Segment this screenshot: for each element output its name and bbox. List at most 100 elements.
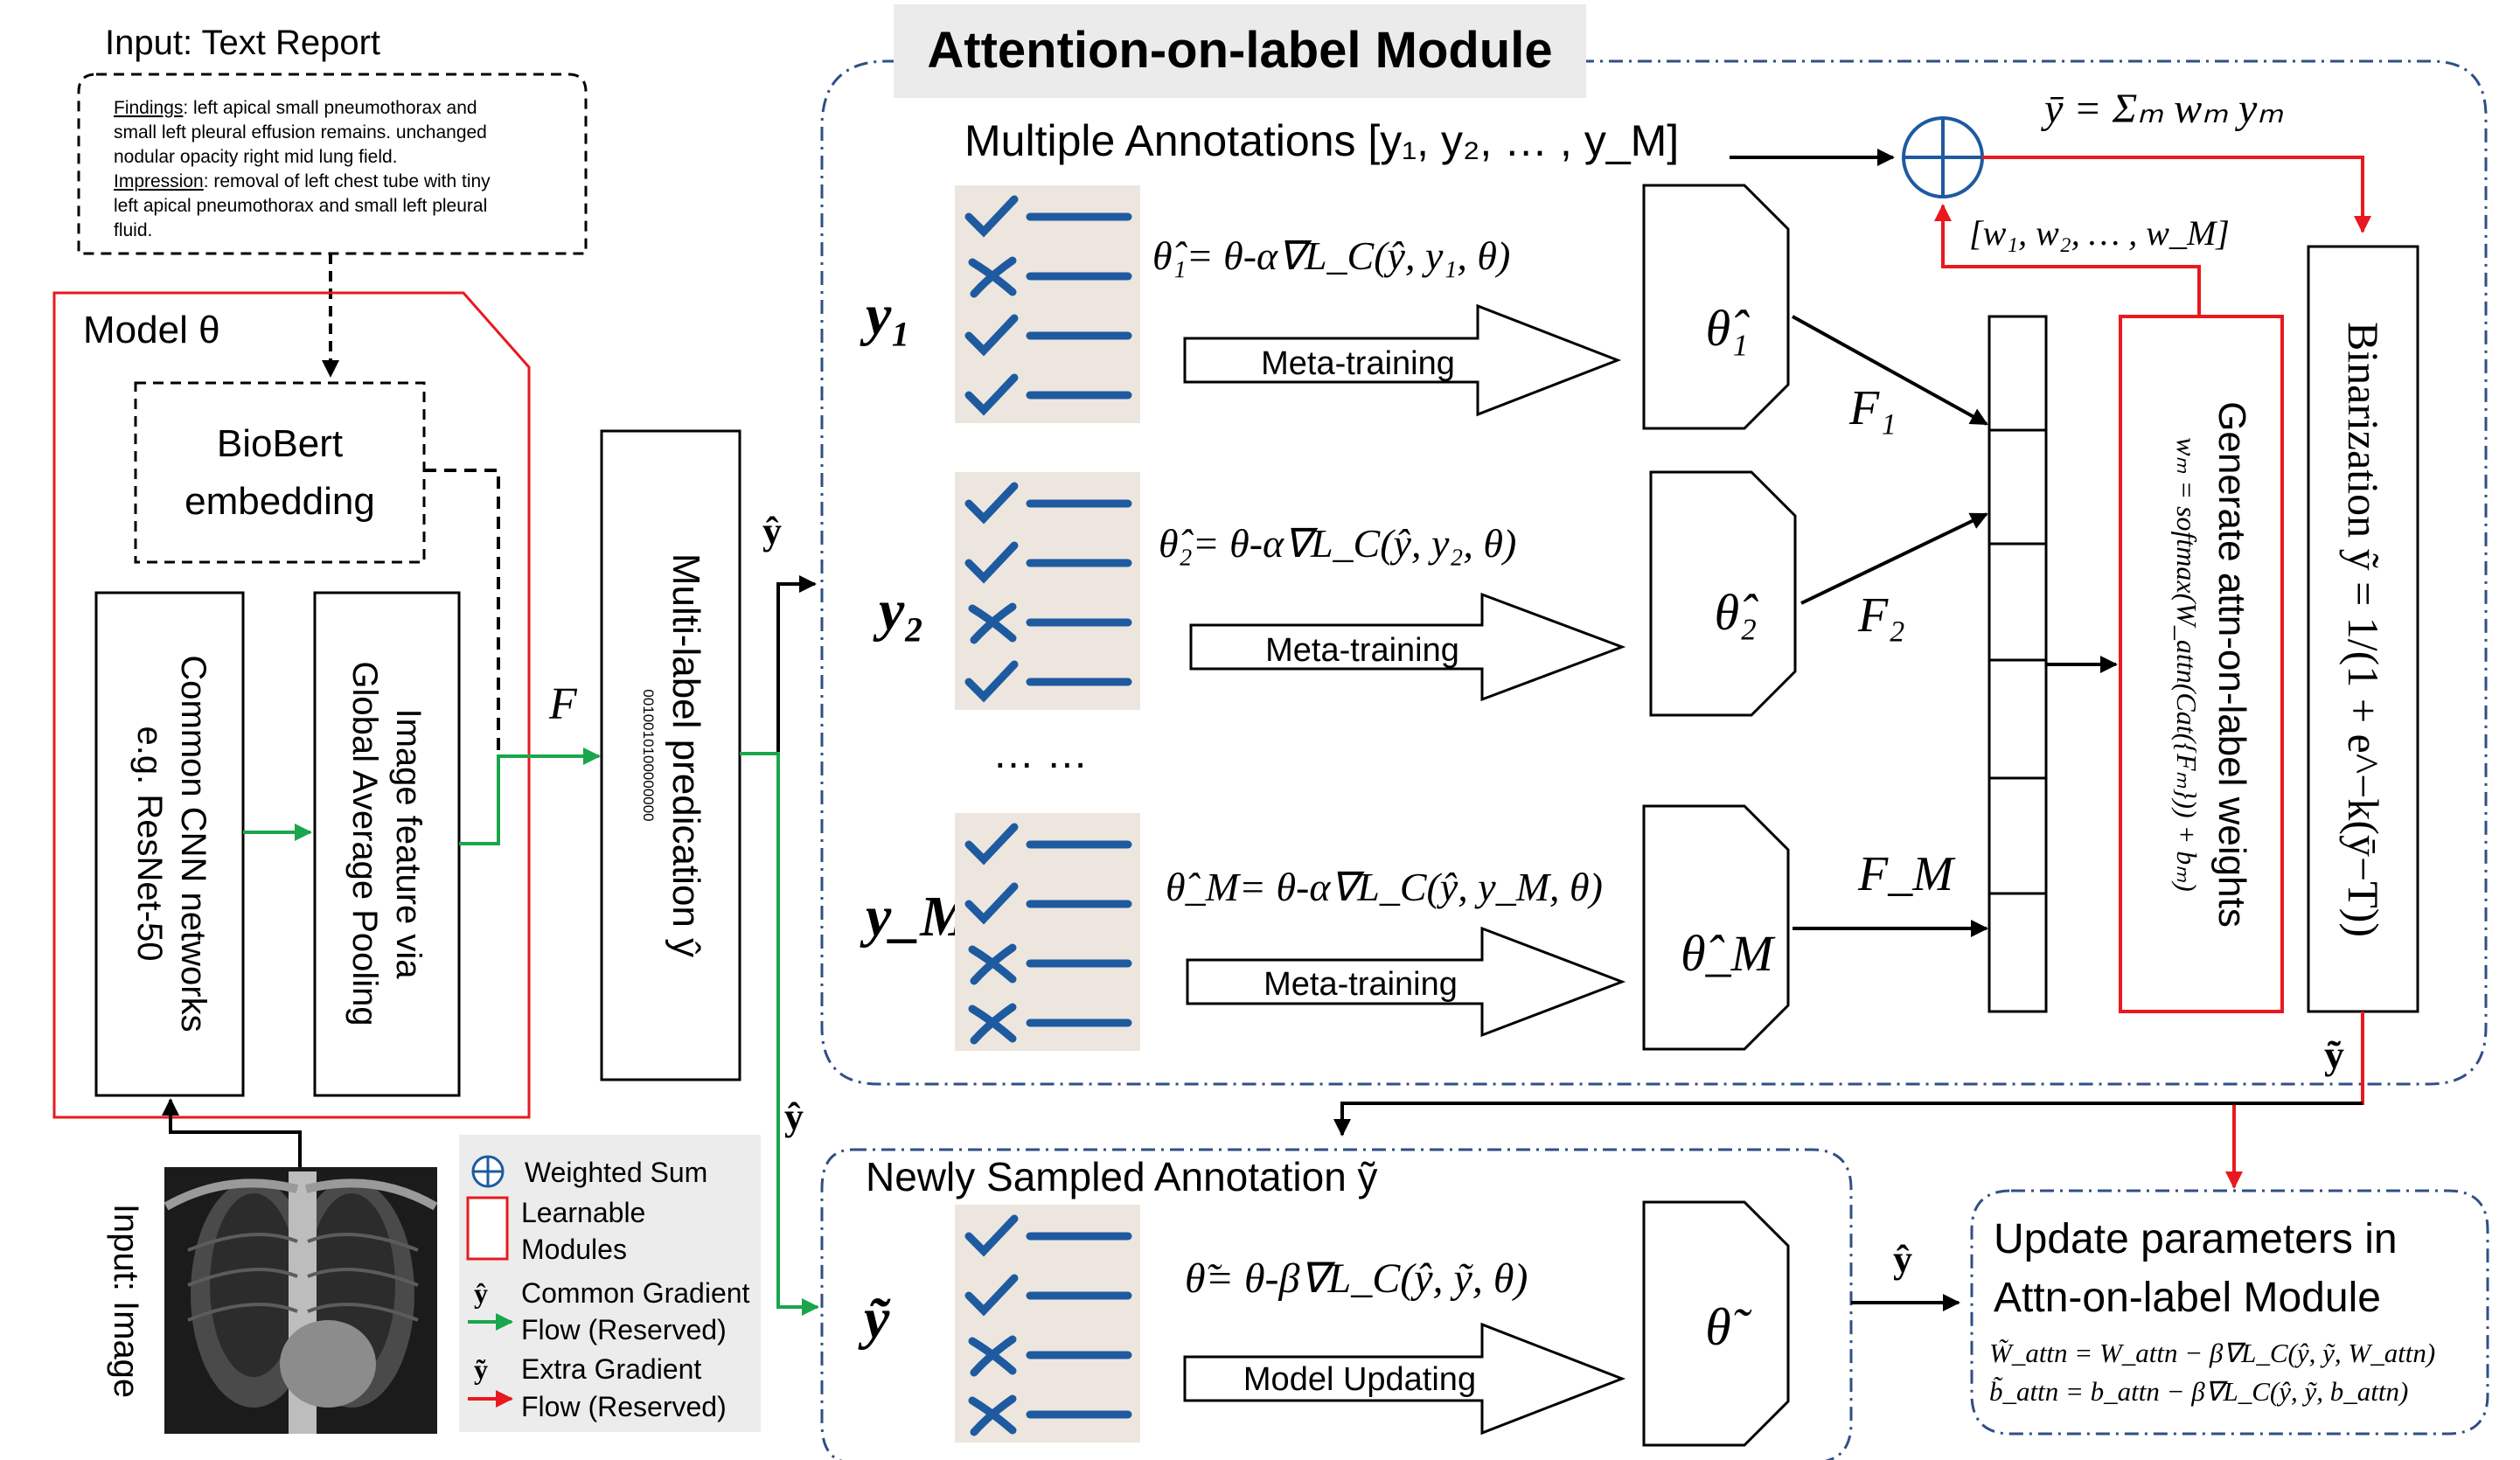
y-hat-top-label: ŷ [762,510,782,553]
branch-2-training-arrow [1189,592,1626,702]
branch-2-y-label: y₂ [873,579,924,643]
new-annotation-formula: θ̃= θ-β∇L_C(ŷ, ỹ, θ) [1185,1255,1528,1302]
findings-line-2: small left pleural effusion remains. unc… [114,122,487,143]
branch-1-y-label: y₁ [860,283,911,347]
branch-1-feature: F₁ [1848,381,1897,435]
model-updating-label: Model Updating [1243,1361,1476,1398]
branch-2-cross-icon-3 [968,602,1017,644]
legend-common-line-1: Common Gradient [521,1277,750,1309]
branch-1-feature-arrow [1792,315,1988,426]
branch-1: y₁ θ̂₁= θ-α∇L_C(ŷ, y₁, θ) Meta-training … [860,184,1988,435]
branch-2-training-label: Meta-training [1265,632,1459,669]
new-annotation-check-icon-1 [964,1214,1019,1257]
findings-label: Findings [114,98,183,118]
gap-box [313,591,461,1097]
findings-line-3: nodular opacity right mid lung field. [114,147,398,167]
cnn-line-1: Common CNN networks [174,655,212,1032]
svg-text:Findings: left apical small pn: Findings: left apical small pneumothorax… [114,98,477,118]
branch-1-checklist [955,185,1140,423]
branch-2-check-icon-1 [964,482,1019,525]
cnn-line-2: e.g. ResNet-50 [130,726,169,961]
branch-m-check-icon-1 [964,823,1019,866]
feature-to-multilabel-arrow [459,747,601,845]
branch-m-cross-icon-4 [968,1003,1017,1045]
biobert-line-2: embedding [184,480,375,523]
impression-line-3: fluid. [114,220,152,240]
input-report-title: Input: Text Report [105,24,380,62]
branch-m-training-arrow [1186,926,1626,1038]
image-to-cnn-arrow [162,1098,302,1167]
attn-weights-formula: wₘ = softmax(W_attn(Cat({Fₘ})) + bₘ) [2171,437,2203,892]
impression-line-2: left apical pneumothorax and small left … [114,196,487,216]
weights-label: [w₁, w₂, … , w_M] [1969,213,2230,253]
branch-1-check-icon-3 [964,314,1019,357]
attention-module-box [820,59,2488,1086]
branch-m-cross-icon-3 [968,943,1017,985]
legend-weighted-sum-icon [471,1155,505,1188]
input-report-box [77,73,588,255]
binarization-label: Binarization ỹ = 1/(1 + e^−k(ȳ−T)) [2339,322,2388,937]
weights-to-sum-arrow [1934,204,2201,316]
multilabel-to-attention-arrow [740,575,817,755]
legend-extra-line-2: Flow (Reserved) [521,1391,727,1422]
branch-1-training-arrow [1183,303,1622,417]
branch-m: y_M θ̂_M= θ-α∇L_C(ŷ, y_M, θ) Meta-traini… [860,804,1988,1051]
update-params-line-2: Attn-on-label Module [1994,1275,2381,1321]
legend-extra-symbol: ỹ [474,1353,488,1385]
legend-learnable-line-2: Modules [521,1234,627,1265]
y-tilde-label: ỹ [2324,1032,2344,1077]
gap-line-2: Global Average Pooling [345,661,384,1025]
update-params-box [1970,1189,2489,1436]
new-annotation-check-icon-2 [964,1274,1019,1317]
update-params-eq-1: W̃_attn = W_attn − β∇L_C(ŷ, ỹ, W_attn) [1989,1338,2435,1368]
theta-tilde-module [1642,1200,1790,1447]
biobert-line-1: BioBert [217,422,343,465]
new-annotation-cross-icon-4 [968,1394,1017,1436]
branch-2-feature-arrow [1800,512,1988,605]
biobert-dashed-connector [424,469,500,754]
legend-learnable-swatch [466,1196,509,1261]
binarization-to-new-annotation-arrow [1333,1102,2363,1137]
multilabel-label: Multi-label predication ŷ [665,553,707,957]
branch-1-theta-module [1642,184,1790,430]
branch-2-theta-module [1649,470,1797,717]
branch-m-formula: θ̂_M= θ-α∇L_C(ŷ, y_M, θ) [1166,865,1603,909]
attn-weights-box [2119,315,2284,1013]
attn-weights-title: Generate attn-on-label weights [2210,401,2253,928]
branch-1-cross-icon-2 [968,256,1017,298]
chest-xray-image [164,1167,438,1434]
branch-2-check-icon-2 [964,541,1019,584]
branch-2-formula: θ̂₂= θ-α∇L_C(ŷ, y₂, θ) [1159,521,1516,566]
model-title: Model θ [83,309,220,351]
legend-weighted-sum: Weighted Sum [525,1157,707,1188]
legend-box [459,1135,761,1432]
feature-concat-column [1987,315,2048,1013]
branch-m-theta: θ̂_M [1681,925,1775,982]
impression-label: Impression [114,171,204,191]
branch-2-check-icon-4 [964,660,1019,703]
model-box [52,291,531,1119]
attention-module-title: Attention-on-label Module [927,22,1552,79]
branch-1-check-icon-4 [964,373,1019,416]
branch-m-y-label: y_M [860,885,973,949]
branch-m-training-label: Meta-training [1263,966,1458,1003]
branch-2-theta: θ̂₂ [1715,584,1758,641]
input-image-label: Input: Image [107,1204,145,1398]
svg-text:Impression: removal of left ch: Impression: removal of left chest tube w… [114,171,491,191]
branch-m-feature: F_M [1857,847,1956,901]
feature-label: F [548,679,578,729]
sum-to-binarization-arrow [1982,156,2371,233]
sum-formula: ȳ = Σₘ wₘ yₘ [2041,86,2283,132]
branch-1-check-icon-1 [964,195,1019,238]
weighted-sum-icon [1902,116,1984,198]
new-annotation-cross-icon-3 [968,1335,1017,1377]
multilabel-bits: 0010010100000000 [640,689,657,821]
update-params-line-1: Update parameters in [1994,1216,2398,1262]
legend-common-line-2: Flow (Reserved) [521,1314,727,1345]
y-hat-mid-label: ŷ [784,1095,804,1138]
multilabel-to-new-annotation-arrow [740,752,819,1316]
gap-line-1: Image feature via [389,708,428,979]
findings-line-1: : left apical small pneumothorax and [183,98,477,118]
branch-1-formula: θ̂₁= θ-α∇L_C(ŷ, y₁, θ) [1152,233,1510,278]
